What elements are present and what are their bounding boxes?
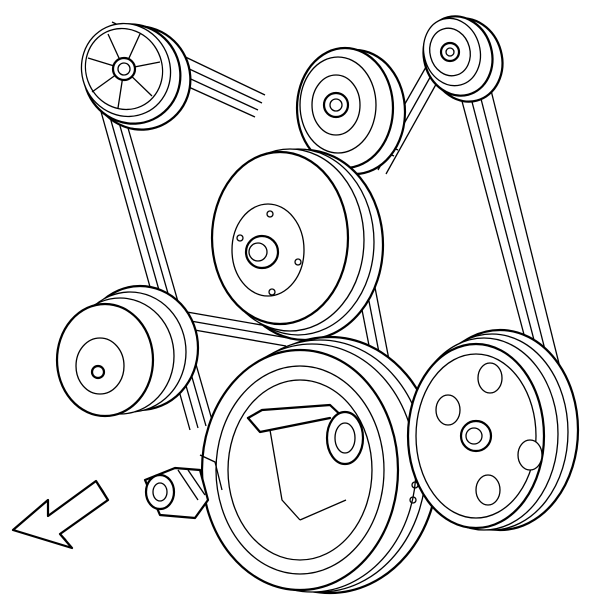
crankshaft-balancer [200, 335, 440, 595]
upper-idler-pulley [295, 46, 407, 176]
power-steering-pulley [80, 22, 192, 131]
arrow-icon [11, 479, 110, 550]
upper-right-idler-pulley [422, 15, 504, 103]
crank-sensor-bracket [143, 454, 223, 520]
water-pump-pulley [210, 148, 385, 342]
ac-compressor-pulley [406, 328, 580, 532]
generator-pulley [55, 284, 200, 418]
